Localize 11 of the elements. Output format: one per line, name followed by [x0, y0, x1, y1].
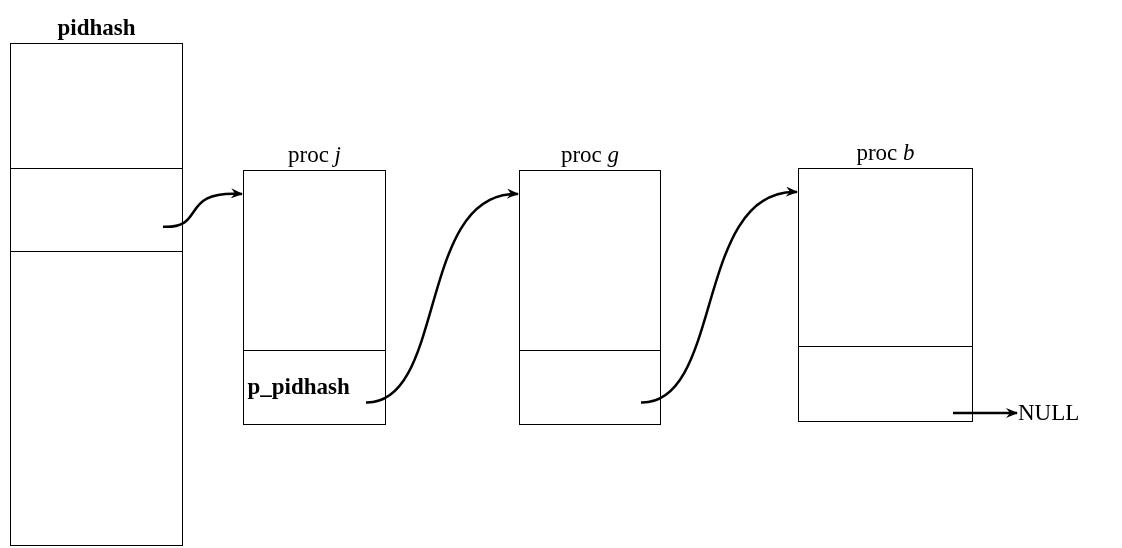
table-slot: [9, 167, 183, 252]
structure-title: proc b: [855, 139, 916, 167]
structure-title: proc g: [559, 141, 621, 169]
structure-title: proc j: [287, 141, 342, 169]
null-label: NULL: [1018, 398, 1108, 428]
pointer-arrow: [162, 188, 243, 229]
field-name: p_pidhash: [247, 374, 350, 400]
structure-title: pidhash: [56, 14, 137, 42]
pointer-arrow: [365, 190, 519, 404]
pointer-arrow: [640, 188, 798, 404]
pointer-arrow: [953, 408, 1018, 418]
